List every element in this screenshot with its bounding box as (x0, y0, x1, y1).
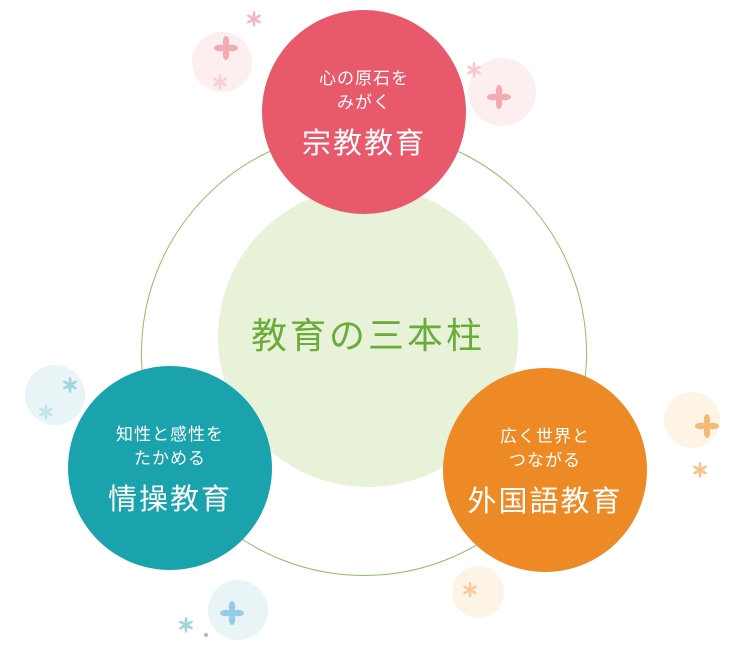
pillar-subtitle-line1: 広く世界と (500, 426, 590, 447)
pillar-name: 情操教育 (107, 481, 232, 516)
pillar-subtitle-line1: 心の原石を (319, 68, 409, 89)
pillar-subtitle-line1: 知性と感性を (116, 424, 224, 445)
flower-cluster-right (664, 392, 720, 478)
pillar-name: 外国語教育 (467, 483, 623, 518)
center-title: 教育の三本柱 (250, 316, 485, 357)
pillar-religious-education: 心の原石を みがく 宗教教育 (262, 10, 466, 214)
pillar-subtitle-line2: たかめる (134, 448, 206, 469)
flower-cluster-top-right (466, 58, 536, 126)
flower-cluster-left (25, 365, 85, 425)
pillar-subtitle-line2: みがく (337, 92, 391, 113)
flower-cluster-top-left (192, 11, 262, 92)
flower-cluster-bottom (178, 580, 268, 640)
pillar-subtitle-line2: つながる (509, 450, 581, 471)
flower-cluster-bottom-right (452, 566, 504, 618)
pillar-sentiment-education: 知性と感性を たかめる 情操教育 (68, 366, 272, 570)
pillar-language-education: 広く世界と つながる 外国語教育 (443, 368, 647, 572)
pillar-name: 宗教教育 (301, 125, 426, 160)
